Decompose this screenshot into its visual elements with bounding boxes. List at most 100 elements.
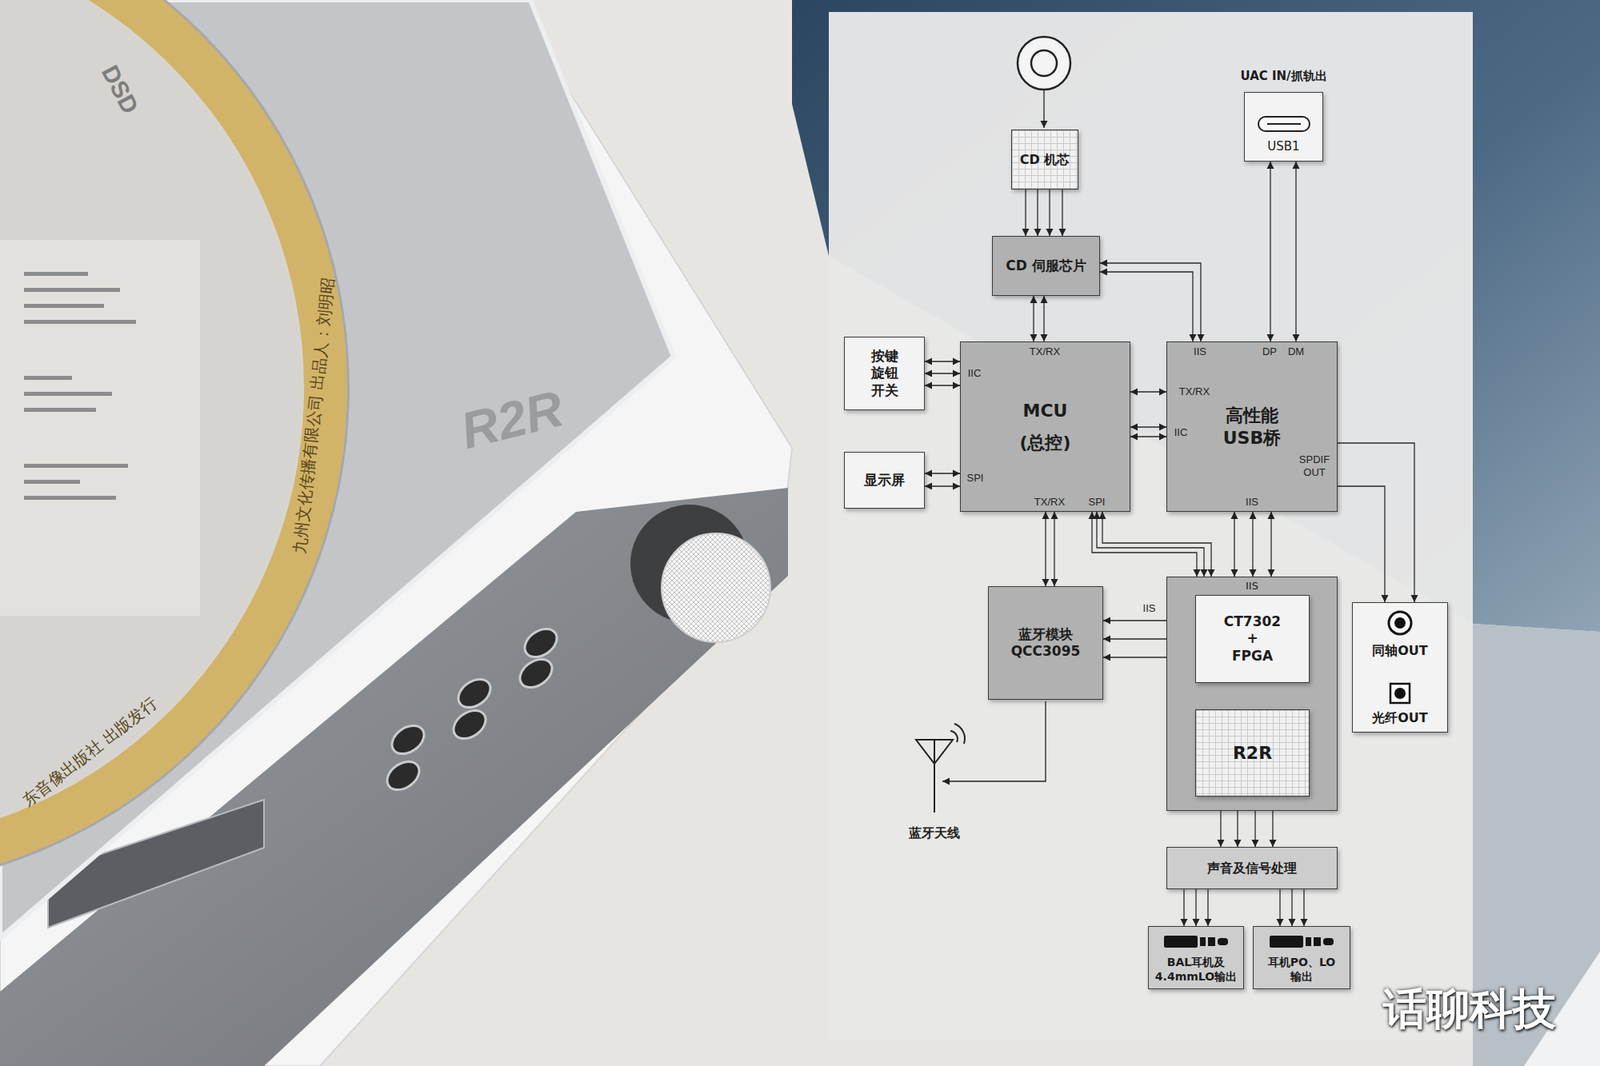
cd-player-illustration-part-part: [0, 0, 345, 886]
connector: [1280, 889, 1304, 927]
box-text: CT7302 + FPGA: [1223, 613, 1282, 665]
connector-line: [1100, 272, 1193, 342]
connector: [1220, 811, 1273, 848]
disc-print: 九州文化传播有限公司 出品人：刘明昭: [289, 277, 338, 556]
connector-line: [1279, 889, 1280, 927]
diagram-panel: [828, 12, 1473, 1041]
box-text: 光纤OUT: [1372, 710, 1428, 727]
connector-line: [1337, 486, 1385, 603]
connector-line: [1254, 811, 1256, 848]
usb-c-icon-part: [1267, 123, 1301, 125]
connector-line: [1044, 512, 1046, 587]
connector-line: [1269, 161, 1271, 342]
box-text: 声音及信号处理: [1207, 860, 1297, 877]
connector-line: [1096, 512, 1204, 577]
connector-line: [924, 485, 960, 487]
cd-player-illustration-part-part: [381, 756, 424, 796]
cd-player-illustration-part: [381, 623, 562, 796]
signal-processing-box: 声音及信号处理: [1166, 847, 1338, 890]
connector-line: [1291, 889, 1292, 927]
cd-player-illustration-part-part: [452, 673, 496, 714]
connector-line: [1195, 889, 1196, 927]
box-text: 耳机PO、LO 输出: [1267, 956, 1336, 984]
connector-line: [1043, 296, 1044, 342]
box-text: (总控): [1019, 432, 1071, 455]
signal-label: IIS: [1140, 602, 1159, 616]
box-text: 蓝牙模块 QCC3095: [1010, 626, 1081, 661]
usb-c-icon-part: [1258, 116, 1310, 132]
cd-player-illustration-part-part: [0, 240, 200, 616]
headphone-output-box: 耳机PO、LO 输出: [1252, 926, 1351, 990]
digital-output-box: 同轴OUT 光纤OUT: [1352, 602, 1448, 733]
connector-line: [1130, 391, 1167, 392]
connector-line: [1183, 889, 1184, 927]
connector-line: [1270, 512, 1272, 577]
box-text: CD 伺服芯片: [1005, 257, 1087, 275]
cd-disc-icon-part: [1031, 50, 1057, 76]
cd-player-illustration-part-part-part: [24, 288, 120, 292]
cd-player-illustration-part-part-part: [24, 376, 72, 380]
balanced-output-box: BAL耳机及 4.4mmLO输出: [1148, 926, 1244, 990]
optical-jack-icon: [1390, 684, 1410, 704]
cd-player-illustration-part: [0, 0, 350, 891]
connector: [1184, 889, 1208, 927]
cd-player-illustration-part-part-part: [24, 408, 96, 412]
disc-logo: DSD: [95, 60, 145, 120]
antenna-label: 蓝牙天线: [908, 825, 960, 841]
headphone-plug-icon-part: [1208, 937, 1216, 947]
connector-line: [1102, 512, 1212, 577]
antenna-symbol-part: [954, 724, 965, 744]
cd-player-illustration-part-part: [386, 720, 429, 760]
connector-line: [1207, 889, 1208, 927]
box-text: CD 机芯: [1020, 152, 1071, 168]
cd-player-illustration-part-part-part: [24, 272, 88, 276]
cd-player-illustration-part-part-part: [24, 392, 112, 396]
paper-corner: [1524, 952, 1600, 1066]
coaxial-jack-icon-part: [1394, 617, 1406, 629]
connector-line: [1272, 811, 1273, 848]
mcu-box: MCU(总控): [960, 341, 1131, 512]
headphone-plug-icon-part: [1269, 936, 1304, 948]
cd-mechanism-box: CD 机芯: [1011, 129, 1079, 190]
headphone-plug-icon-part: [1323, 938, 1334, 946]
connector-line: [1061, 189, 1063, 236]
connector-line: [1130, 436, 1167, 437]
connector-line: [1036, 189, 1038, 236]
cd-player-illustration-part-part-part: [24, 480, 80, 484]
headphone-plug-icon-part: [1305, 937, 1312, 947]
headphone-plug-icon: [1164, 936, 1228, 948]
connector-line: [1337, 443, 1415, 603]
antenna-symbol-part: [942, 701, 1046, 782]
box-text: BAL耳机及 4.4mmLO输出: [1154, 956, 1238, 984]
connector-line: [924, 384, 960, 386]
connector: [924, 473, 960, 487]
bluetooth-module-box: 蓝牙模块 QCC3095: [988, 586, 1104, 700]
connector-line: [1236, 811, 1238, 848]
connector: [1033, 296, 1044, 342]
usb-bridge-box: 高性能 USB桥: [1166, 341, 1338, 512]
paper: [1472, 624, 1600, 1066]
cd-player-illustration-part: [661, 533, 771, 643]
connector-line: [1100, 263, 1201, 342]
usb-port-box: UAC IN/抓轨出USB1: [1244, 92, 1324, 162]
box-text: R2R: [1232, 742, 1272, 765]
cd-player-illustration-part-part-part: [24, 496, 116, 500]
cd-disc-icon-part: [1017, 36, 1071, 90]
box-text: 同轴OUT: [1372, 643, 1428, 660]
cd-player-illustration-part-part: [0, 0, 302, 843]
connector: [1045, 512, 1055, 587]
optical-jack-icon-part: [1390, 684, 1410, 704]
connector-line: [1092, 512, 1197, 577]
antenna-symbol-part: [950, 731, 958, 743]
servo-chip-box: CD 伺服芯片: [992, 236, 1100, 296]
connector: [1092, 512, 1212, 577]
connector: [1234, 512, 1272, 577]
headphone-plug-icon-part: [1200, 937, 1206, 947]
cd-player-illustration-part-part-part: [24, 320, 136, 324]
fpga-box: CT7302 + FPGA: [1195, 595, 1310, 684]
cd-player-illustration-part-part: [519, 623, 562, 664]
connector-line: [1024, 189, 1026, 236]
connector-line: [1130, 426, 1167, 428]
cd-player-illustration-part-part: [24, 272, 136, 500]
box-text: 显示屏: [864, 472, 905, 489]
